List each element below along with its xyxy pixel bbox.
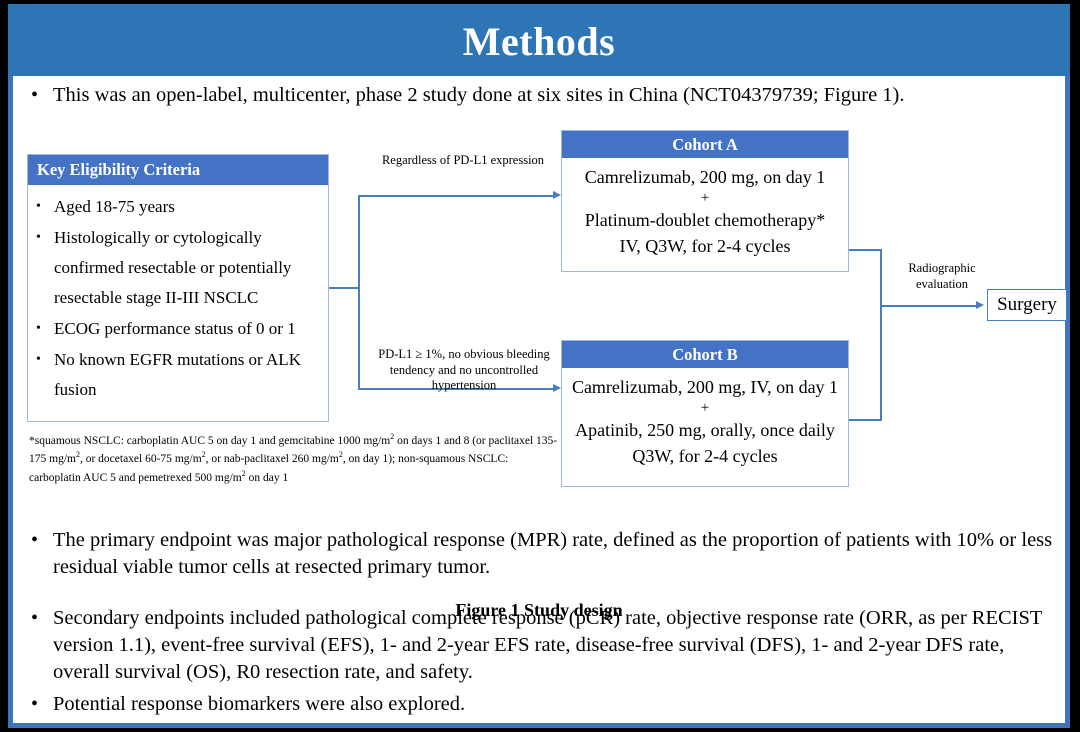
cohort-a-box: Cohort A Camrelizumab, 200 mg, on day 1 … — [561, 130, 849, 272]
cohort-b-line-3: Q3W, for 2-4 cycles — [632, 446, 778, 466]
list-item: • ECOG performance status of 0 or 1 — [36, 314, 322, 344]
list-item: • No known EGFR mutations or ALK fusion — [36, 345, 322, 405]
connector-cohort-a-out — [849, 249, 882, 251]
endpoint-bullet-primary: • The primary endpoint was major patholo… — [31, 527, 1056, 581]
connector-merge-vertical — [880, 249, 882, 420]
endpoint-secondary-text: Secondary endpoints included pathologica… — [53, 607, 1043, 683]
surgery-box: Surgery — [987, 289, 1067, 321]
intro-bullet: • This was an open-label, multicenter, p… — [31, 82, 1061, 109]
bullet-marker: • — [36, 199, 41, 214]
slide-title-bar: Methods — [8, 4, 1070, 76]
connector-cohort-b-out — [849, 419, 882, 421]
cohort-a-line-1: Camrelizumab, 200 mg, on day 1 — [584, 167, 826, 187]
bullet-marker: • — [31, 529, 39, 551]
cohort-b-header: Cohort B — [562, 341, 848, 368]
connector-split-vertical — [358, 195, 360, 389]
cohort-a-line-3: IV, Q3W, for 2-4 cycles — [619, 236, 791, 256]
bullet-marker: • — [31, 84, 39, 106]
criterion-text: Aged 18-75 years — [54, 197, 175, 216]
endpoint-bullet-biomarker: • Potential response biomarkers were als… — [31, 691, 1031, 718]
slide-canvas: Methods • This was an open-label, multic… — [8, 4, 1070, 728]
cohort-b-line-2: Apatinib, 250 mg, orally, once daily — [575, 420, 835, 440]
arrow-head-cohort-a-icon — [553, 191, 561, 199]
cohort-b-body: Camrelizumab, 200 mg, IV, on day 1 + Apa… — [562, 368, 848, 469]
arrow-head-surgery-icon — [976, 301, 984, 309]
endpoint-primary-text: The primary endpoint was major pathologi… — [53, 529, 1053, 578]
chemotherapy-footnote: *squamous NSCLC: carboplatin AUC 5 on da… — [29, 430, 559, 485]
biomarker-text: Potential response biomarkers were also … — [53, 693, 466, 715]
connector-label-surgery: Radiographic evaluation — [908, 261, 976, 291]
connector-label-cohort-a: Regardless of PD-L1 expression — [381, 153, 545, 167]
study-design-figure: Key Eligibility Criteria • Aged 18-75 ye… — [13, 118, 1067, 620]
eligibility-header: Key Eligibility Criteria — [28, 155, 328, 185]
cohort-b-box: Cohort B Camrelizumab, 200 mg, IV, on da… — [561, 340, 849, 487]
criterion-text: ECOG performance status of 0 or 1 — [54, 319, 296, 338]
footnote-text: *squamous NSCLC: carboplatin AUC 5 on da… — [29, 432, 558, 484]
cohort-a-body: Camrelizumab, 200 mg, on day 1 + Platinu… — [562, 158, 848, 259]
bullet-marker: • — [36, 352, 41, 367]
bullet-marker: • — [36, 321, 41, 336]
page-title: Methods — [462, 19, 616, 64]
arrow-head-cohort-b-icon — [553, 384, 561, 392]
criterion-text: No known EGFR mutations or ALK fusion — [54, 350, 301, 399]
intro-bullet-text: This was an open-label, multicenter, pha… — [53, 84, 905, 106]
cohort-a-plus: + — [700, 190, 710, 206]
cohort-b-line-1: Camrelizumab, 200 mg, IV, on day 1 — [571, 377, 839, 397]
cohort-a-line-2: Platinum-doublet chemotherapy* — [584, 210, 826, 230]
connector-to-surgery — [880, 305, 978, 307]
endpoint-bullet-secondary: • Secondary endpoints included pathologi… — [31, 605, 1061, 686]
connector-to-cohort-b — [358, 388, 554, 390]
bullet-marker: • — [36, 230, 41, 245]
cohort-b-plus: + — [700, 400, 710, 416]
eligibility-criteria-box: Key Eligibility Criteria • Aged 18-75 ye… — [27, 154, 329, 422]
connector-to-cohort-a — [358, 195, 554, 197]
list-item: • Histologically or cytologically confir… — [36, 223, 322, 313]
bullet-marker: • — [31, 607, 39, 629]
connector-label-cohort-b: PD-L1 ≥ 1%, no obvious bleeding tendency… — [378, 347, 550, 392]
criterion-text: Histologically or cytologically confirme… — [54, 228, 292, 307]
cohort-a-header: Cohort A — [562, 131, 848, 158]
list-item: • Aged 18-75 years — [36, 192, 322, 222]
figure-caption: Figure 1 Study design — [455, 600, 623, 620]
bullet-marker: • — [31, 693, 39, 715]
eligibility-criteria-list: • Aged 18-75 years • Histologically or c… — [28, 185, 328, 405]
connector-eligibility-stub — [329, 287, 359, 289]
